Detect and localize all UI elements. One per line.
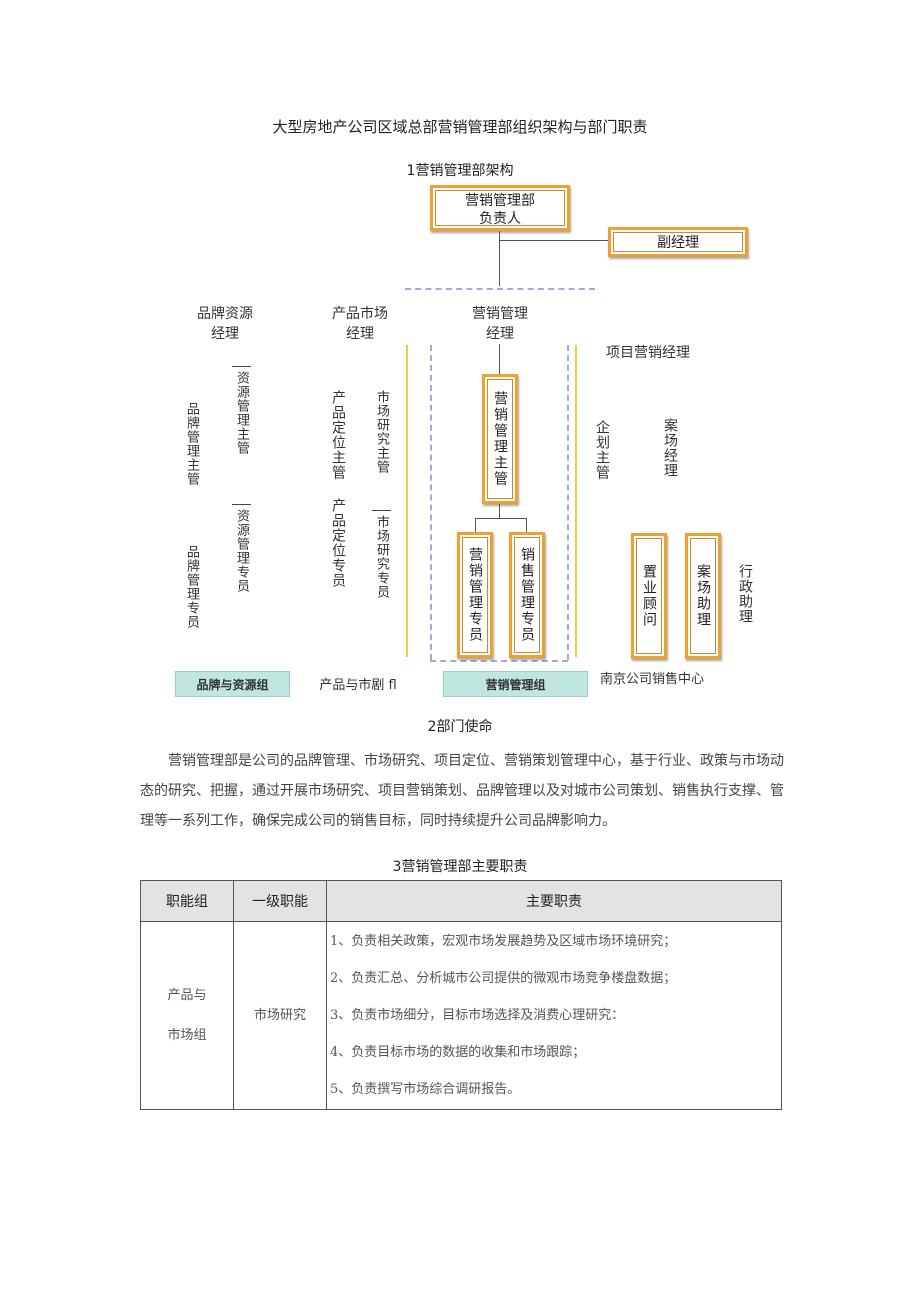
- org-head-line1: 营销管理部: [465, 193, 535, 209]
- section-3-title: 3营销管理部主要职责: [392, 859, 528, 875]
- brand-specialist-label: 品牌管理专员: [184, 545, 199, 629]
- duty-item: 2、负责汇总、分析城市公司提供的微观市场竞争楼盘数据；: [330, 971, 677, 986]
- brand-supervisor-label: 品牌管理主管: [184, 402, 199, 486]
- table-header-duties: 主要职责: [326, 880, 782, 922]
- table-header-function: 一级职能: [233, 880, 327, 922]
- marketing-specialist-label: 营销管理专员: [467, 547, 483, 643]
- group-nanjing-label: 南京公司销售中心: [599, 672, 704, 687]
- positioning-specialist-label: 产品定位专员: [330, 498, 346, 588]
- dashed-frame-left: [430, 345, 432, 660]
- product-manager-line1: 产品市场: [332, 306, 388, 322]
- section-2-title: 2部门使命: [427, 719, 493, 735]
- table-row: 产品与 市场组 市场研究 1、负责相关政策，宏观市场发展趋势及区域市场环境研究；…: [140, 921, 782, 1110]
- marketing-supervisor-label: 营销管理主管: [492, 391, 508, 487]
- table-header-group: 职能组: [140, 880, 234, 922]
- dashed-frame-right: [567, 345, 569, 660]
- section-1-title: 1营销管理部架构: [406, 163, 514, 179]
- property-consultant-box: 置业顾问: [631, 533, 667, 659]
- duty-item: 1、负责相关政策，宏观市场发展趋势及区域市场环境研究；: [330, 934, 677, 949]
- document-title: 大型房地产公司区域总部营销管理部组织架构与部门职责: [272, 118, 648, 136]
- org-head-line2: 负责人: [479, 211, 521, 227]
- project-manager-label: 项目营销经理: [606, 345, 690, 361]
- marketing-supervisor-box: 营销管理主管: [482, 374, 518, 504]
- yellow-line-1: [406, 345, 408, 657]
- resource-supervisor-label: 资源管理主管: [232, 366, 251, 455]
- connector-mm-down: [499, 344, 500, 374]
- duty-item: 4、负责目标市场的数据的收集和市场跟踪；: [330, 1045, 586, 1060]
- table-cell-group: 产品与 市场组: [140, 921, 234, 1110]
- brand-manager-label: 品牌资源 经理: [180, 304, 270, 344]
- org-deputy-label: 副经理: [657, 235, 699, 251]
- connector-ms-left: [475, 518, 476, 532]
- connector-ms-down: [499, 504, 500, 518]
- research-supervisor-label: 市场研究主管: [374, 390, 389, 474]
- resource-specialist-label: 资源管理专员: [232, 504, 251, 593]
- duty-item: 3、负责市场细分，目标市场选择及消费心理研究：: [330, 1008, 625, 1023]
- dashed-frame-bottom: [430, 660, 568, 662]
- site-manager-label: 案场经理: [662, 418, 678, 478]
- table-cell-duties: 1、负责相关政策，宏观市场发展趋势及区域市场环境研究； 2、负责汇总、分析城市公…: [326, 921, 782, 1110]
- table-header-row: 职能组 一级职能 主要职责: [140, 880, 782, 922]
- sales-specialist-box: 销售管理专员: [509, 532, 545, 658]
- connector-ms-split: [475, 518, 527, 519]
- brand-manager-line2: 经理: [211, 326, 239, 342]
- property-consultant-label: 置业顾问: [641, 564, 657, 628]
- marketing-manager-label: 营销管理 经理: [455, 304, 545, 344]
- brand-manager-line1: 品牌资源: [197, 306, 253, 322]
- site-assistant-box: 案场助理: [685, 533, 721, 659]
- research-specialist-label: 市场研究专员: [372, 510, 391, 599]
- group-product-label: 产品与市剧 fl: [319, 678, 397, 693]
- product-manager-line2: 经理: [346, 326, 374, 342]
- admin-assistant-label: 行政助理: [737, 564, 753, 624]
- group-marketing-bar: 营销管理组: [443, 671, 588, 697]
- marketing-specialist-box: 营销管理专员: [457, 532, 493, 658]
- connector-head-deputy: [499, 240, 609, 241]
- product-manager-label: 产品市场 经理: [315, 304, 405, 344]
- group-brand-bar: 品牌与资源组: [175, 671, 290, 697]
- connector-head-down: [499, 231, 500, 286]
- table-cell-function: 市场研究: [233, 921, 327, 1110]
- sales-specialist-label: 销售管理专员: [519, 547, 535, 643]
- mission-paragraph: 营销管理部是公司的品牌管理、市场研究、项目定位、营销策划管理中心，基于行业、政策…: [140, 753, 784, 829]
- org-head-box: 营销管理部 负责人: [430, 185, 570, 231]
- dashed-frame-top: [405, 288, 595, 290]
- planning-supervisor-label: 企划主管: [594, 420, 610, 480]
- marketing-manager-line1: 营销管理: [472, 306, 528, 322]
- marketing-manager-line2: 经理: [486, 326, 514, 342]
- connector-ms-right: [526, 518, 527, 532]
- org-deputy-box: 副经理: [608, 227, 748, 257]
- site-assistant-label: 案场助理: [695, 564, 711, 628]
- duty-item: 5、负责撰写市场综合调研报告。: [330, 1082, 521, 1097]
- yellow-line-2: [575, 345, 577, 657]
- duty-table: 职能组 一级职能 主要职责 产品与 市场组 市场研究 1、负责相关政策，宏观市场…: [140, 880, 782, 1110]
- positioning-supervisor-label: 产品定位主管: [330, 390, 346, 480]
